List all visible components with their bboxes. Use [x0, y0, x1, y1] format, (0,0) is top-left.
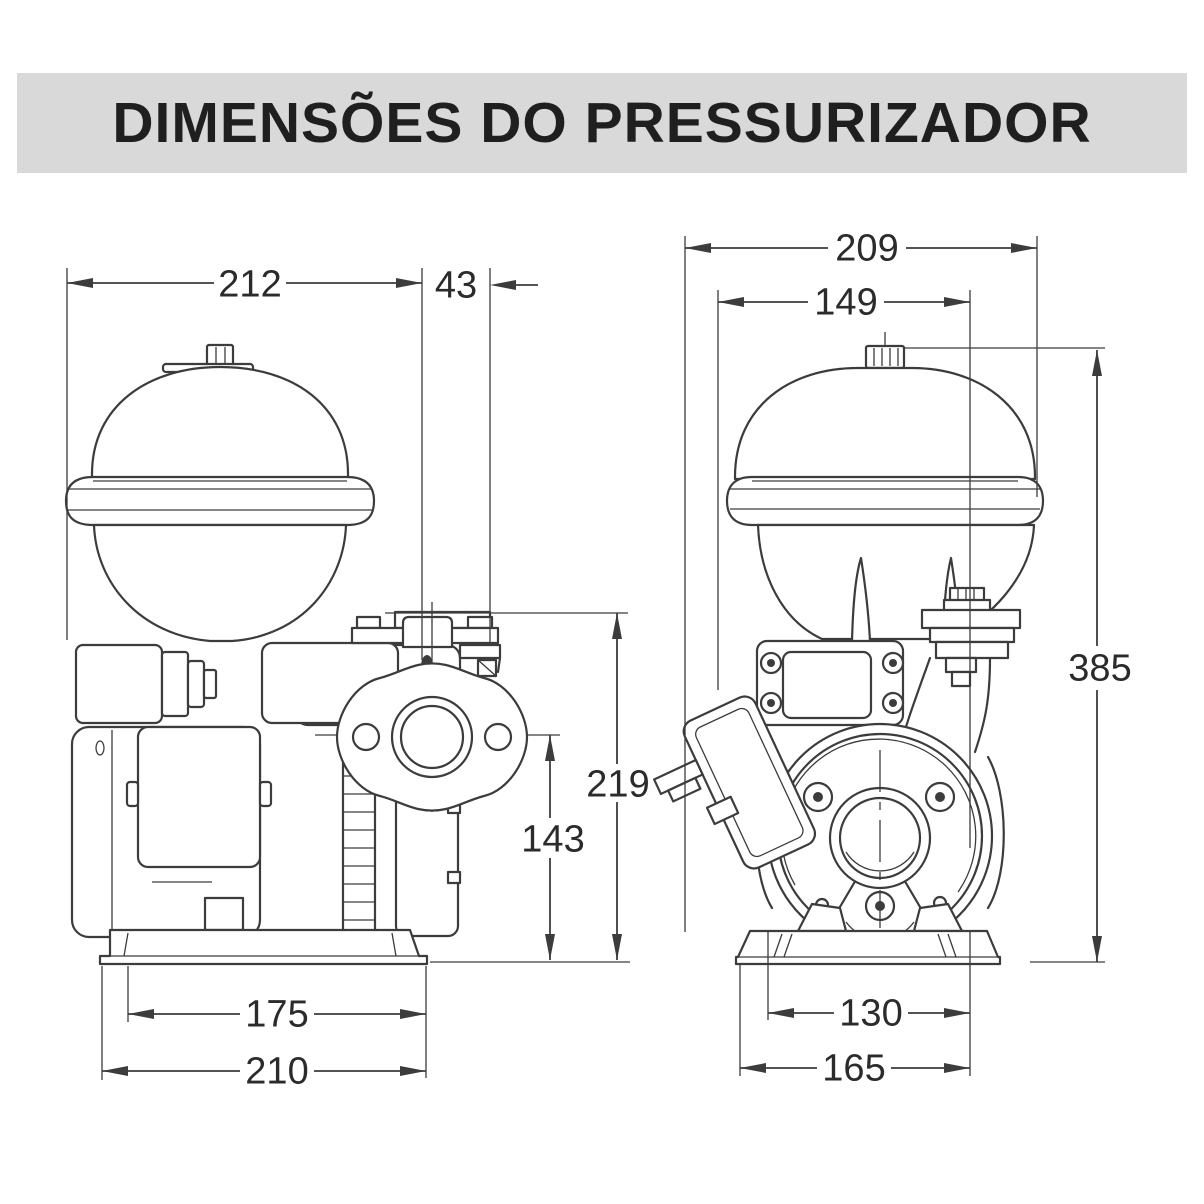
front-tank: [725, 332, 1045, 645]
dim-front-base-inner: 130: [839, 992, 902, 1034]
dim-front-overall-height: 385: [1068, 647, 1131, 689]
side-base: [98, 896, 429, 966]
dim-front-base-outer: 165: [822, 1047, 885, 1089]
dim-side-outlet-offset: 43: [435, 264, 477, 306]
dim-side-pump-height: 219: [586, 763, 649, 805]
side-view: 212 43 219 143: [64, 263, 650, 1092]
side-suction-flange: [315, 602, 560, 812]
front-pressure-switch: [653, 695, 817, 870]
title-banner: DIMENSÕES DO PRESSURIZADOR: [17, 73, 1187, 173]
dim-front-tank-width: 149: [814, 281, 877, 323]
dim-side-overall-width: 212: [218, 263, 281, 305]
dim-front-overall-width: 209: [835, 227, 898, 269]
dim-side-base-inner: 175: [245, 993, 308, 1035]
side-pump-ribs: [341, 756, 377, 935]
front-bracket: [755, 639, 905, 727]
side-tank: [64, 343, 376, 643]
side-dimensions: 212 43 219 143: [66, 263, 650, 1092]
dim-side-port-height: 143: [521, 818, 584, 860]
front-dimensions: 209 149 385 130: [684, 227, 1132, 1089]
side-pump-body: [70, 602, 560, 939]
front-base: [734, 902, 1002, 966]
front-view: 209 149 385 130: [653, 227, 1132, 1089]
dim-side-base-outer: 210: [245, 1050, 308, 1092]
page-title: DIMENSÕES DO PRESSURIZADOR: [112, 91, 1092, 155]
